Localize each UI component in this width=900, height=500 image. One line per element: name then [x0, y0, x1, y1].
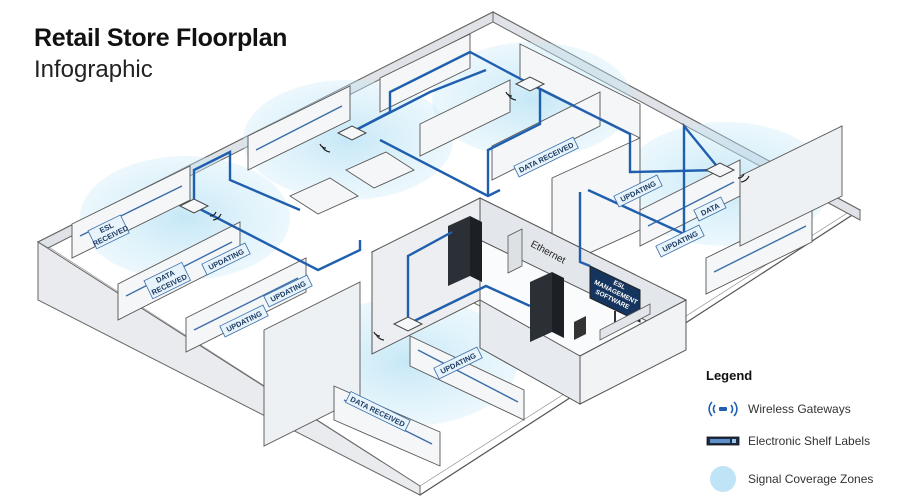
wireless-gateway [505, 76, 546, 101]
legend-label: Electronic Shelf Labels [748, 434, 871, 448]
wireless-gateway [373, 316, 424, 341]
shelf-unit [419, 79, 511, 157]
legend-item-coverage: Signal Coverage Zones [706, 463, 896, 495]
legend-label: Signal Coverage Zones [748, 472, 874, 486]
shelf-unit [739, 125, 843, 247]
legend-item-esl: Electronic Shelf Labels [706, 425, 896, 457]
shelf-unit [379, 33, 471, 113]
shelf-unit [491, 91, 601, 181]
shelf-label-icon [706, 427, 746, 455]
wireless-gateway [178, 198, 222, 221]
wireless-gateways [178, 76, 750, 341]
legend-title: Legend [706, 368, 753, 383]
wireless-gateway [319, 125, 368, 153]
wireless-gateway [704, 162, 750, 183]
server-rack [530, 272, 564, 342]
coverage-zone-icon [706, 465, 746, 493]
display-table [289, 177, 359, 215]
display-table [345, 151, 415, 189]
office-door [507, 228, 523, 274]
page-subtitle: Infographic [34, 56, 153, 83]
server-rack [448, 216, 482, 286]
page-title: Retail Store Floorplan [34, 24, 288, 52]
legend-item-gateways: Wireless Gateways [706, 393, 896, 425]
monitor-text: ESL [612, 280, 626, 292]
esl-management-monitor [574, 265, 651, 341]
legend-label: Wireless Gateways [748, 402, 851, 416]
network-cabling [192, 50, 721, 326]
legend: Legend Wireless Gateways Electronic Shel… [706, 368, 896, 495]
shelf-unit [185, 257, 307, 353]
shelf-unit [409, 335, 525, 421]
esl-strips [79, 105, 807, 445]
office-chair [574, 316, 586, 340]
wifi-gateway-icon [706, 395, 746, 423]
back-office [370, 197, 688, 405]
